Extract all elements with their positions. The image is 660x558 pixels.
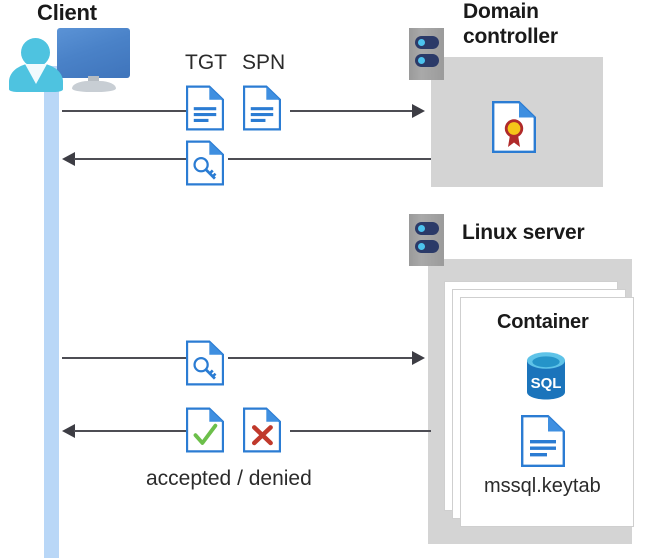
client-monitor-screen [57, 28, 130, 78]
message-line-request-mid [290, 110, 413, 112]
spn-label: SPN [242, 51, 286, 74]
svg-text:SQL: SQL [531, 375, 562, 392]
rack-dot-bottom [418, 57, 425, 64]
keytab-document-icon [521, 415, 565, 467]
message-line-ticket-right [228, 158, 431, 160]
client-lifeline [44, 66, 59, 558]
certificate-document-icon [492, 101, 536, 153]
domain-controller-title-line2: controller [463, 25, 558, 48]
rack-dot-top [418, 39, 425, 46]
domain-controller-server-rack-icon [409, 28, 444, 80]
container-card-front [460, 297, 634, 527]
message-line-result-right [290, 430, 431, 432]
arrow-right-to-domain-controller [412, 104, 425, 118]
message-line-present-ticket-right [228, 357, 413, 359]
linux-server-rack-icon [409, 214, 444, 266]
rack-dot-bottom [418, 243, 425, 250]
denied-document-icon [243, 407, 281, 453]
rack-dot-top [418, 225, 425, 232]
keytab-filename-label: mssql.keytab [484, 475, 601, 497]
client-person-head [21, 38, 50, 67]
client-person-collar [25, 64, 47, 84]
sql-database-icon: SQL [521, 350, 571, 402]
domain-controller-title-line1: Domain [463, 0, 539, 23]
message-line-request [62, 110, 188, 112]
present-ticket-key-document-icon [186, 340, 224, 386]
arrow-right-to-linux-server [412, 351, 425, 365]
accepted-denied-label: accepted / denied [146, 467, 312, 490]
arrow-left-to-client-ticket [62, 152, 75, 166]
container-title: Container [497, 311, 589, 333]
arrow-left-to-client-result [62, 424, 75, 438]
linux-server-title: Linux server [462, 221, 585, 244]
message-line-result [74, 430, 188, 432]
message-line-present-ticket [62, 357, 188, 359]
accepted-document-icon [186, 407, 224, 453]
tgt-label: TGT [185, 51, 227, 74]
tgt-document-icon [186, 85, 224, 131]
client-title: Client [37, 0, 97, 25]
monitor-base [72, 81, 116, 92]
ticket-key-document-icon [186, 140, 224, 186]
spn-document-icon [243, 85, 281, 131]
message-line-ticket [74, 158, 188, 160]
